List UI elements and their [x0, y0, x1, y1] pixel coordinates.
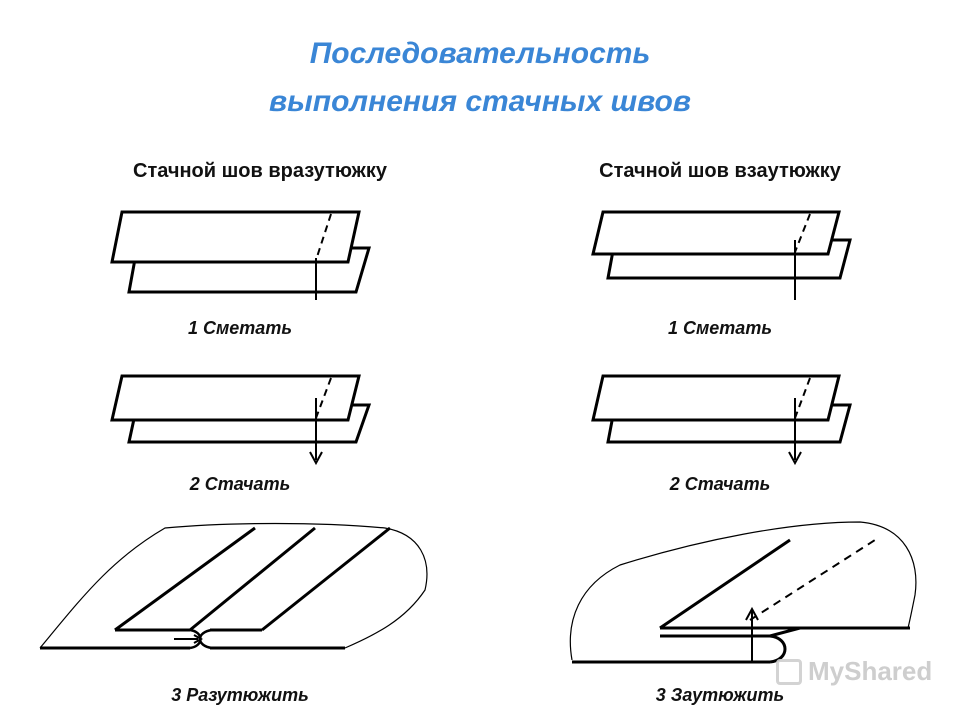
left-step1-basting-line [315, 213, 332, 261]
left-column-heading: Стачной шов вразутюжку [133, 160, 387, 182]
left-step-1-label: 1 Сметать [187, 318, 293, 338]
watermark-icon [776, 658, 802, 685]
right-step2-arrow-head [788, 451, 802, 466]
right-step-3-label: 3 Заутюжить [655, 685, 785, 705]
slide-title-line1: Последовательность [309, 37, 651, 70]
left-step2-fabric-layers [110, 374, 372, 444]
slide-title-line2: выполнения стачных швов [269, 85, 691, 118]
left-step2-arrow-head [309, 451, 323, 466]
left-step1-fabric-layers [110, 210, 372, 294]
watermark-text: MyShared [808, 656, 933, 686]
left-step-2-label: 2 Стачать [189, 474, 291, 494]
right-step1-fabric-layers [591, 210, 852, 280]
left-step3-pressed-open [39, 522, 428, 650]
right-step-2-label: 2 Стачать [669, 474, 771, 494]
right-step3-pressed-to-side [569, 521, 917, 664]
right-step2-fabric-layers [591, 374, 852, 444]
left-step-3-label: 3 Разутюжить [171, 685, 309, 705]
right-column-heading: Стачной шов взаутюжку [599, 160, 841, 182]
right-step1-basting-line [794, 213, 811, 253]
right-step-1-label: 1 Сметать [667, 318, 773, 338]
watermark-logo: MyShared [776, 656, 932, 687]
